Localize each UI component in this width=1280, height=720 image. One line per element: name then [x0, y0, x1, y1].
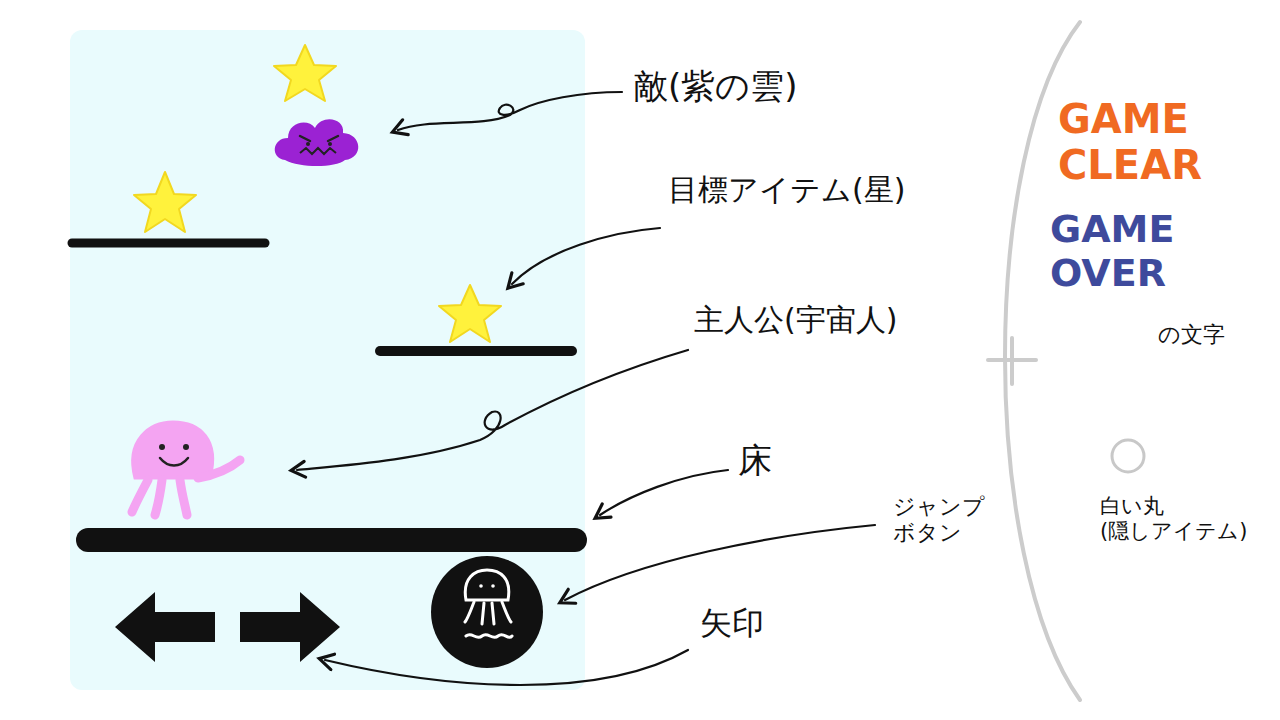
hero-face: [159, 444, 189, 466]
floor-label: 床: [738, 440, 798, 481]
star-items: [134, 45, 501, 342]
goal-item-label: 目標アイテム(星): [668, 172, 968, 208]
game-screen: [70, 30, 585, 690]
game-over-text: GAME OVER: [1050, 208, 1220, 295]
hidden-item-label: 白い丸 (隠しアイテム): [1100, 494, 1270, 544]
white-circle: [1112, 440, 1144, 472]
jump-button-label: ジャンプ ボタン: [893, 494, 993, 547]
enemy-cloud: [275, 119, 358, 166]
arrow-buttons: [115, 592, 340, 662]
hero-alien: [132, 422, 240, 515]
game-clear-text: GAME CLEAR: [1058, 96, 1238, 188]
plus-sign: [988, 338, 1036, 384]
platforms: [72, 243, 575, 540]
text-note: の文字: [1158, 322, 1258, 348]
hero-label: 主人公(宇宙人): [694, 302, 964, 338]
jump-button: [431, 556, 543, 668]
arrow-label: 矢印: [700, 604, 800, 642]
enemy-label: 敵(紫の雲): [634, 66, 874, 107]
